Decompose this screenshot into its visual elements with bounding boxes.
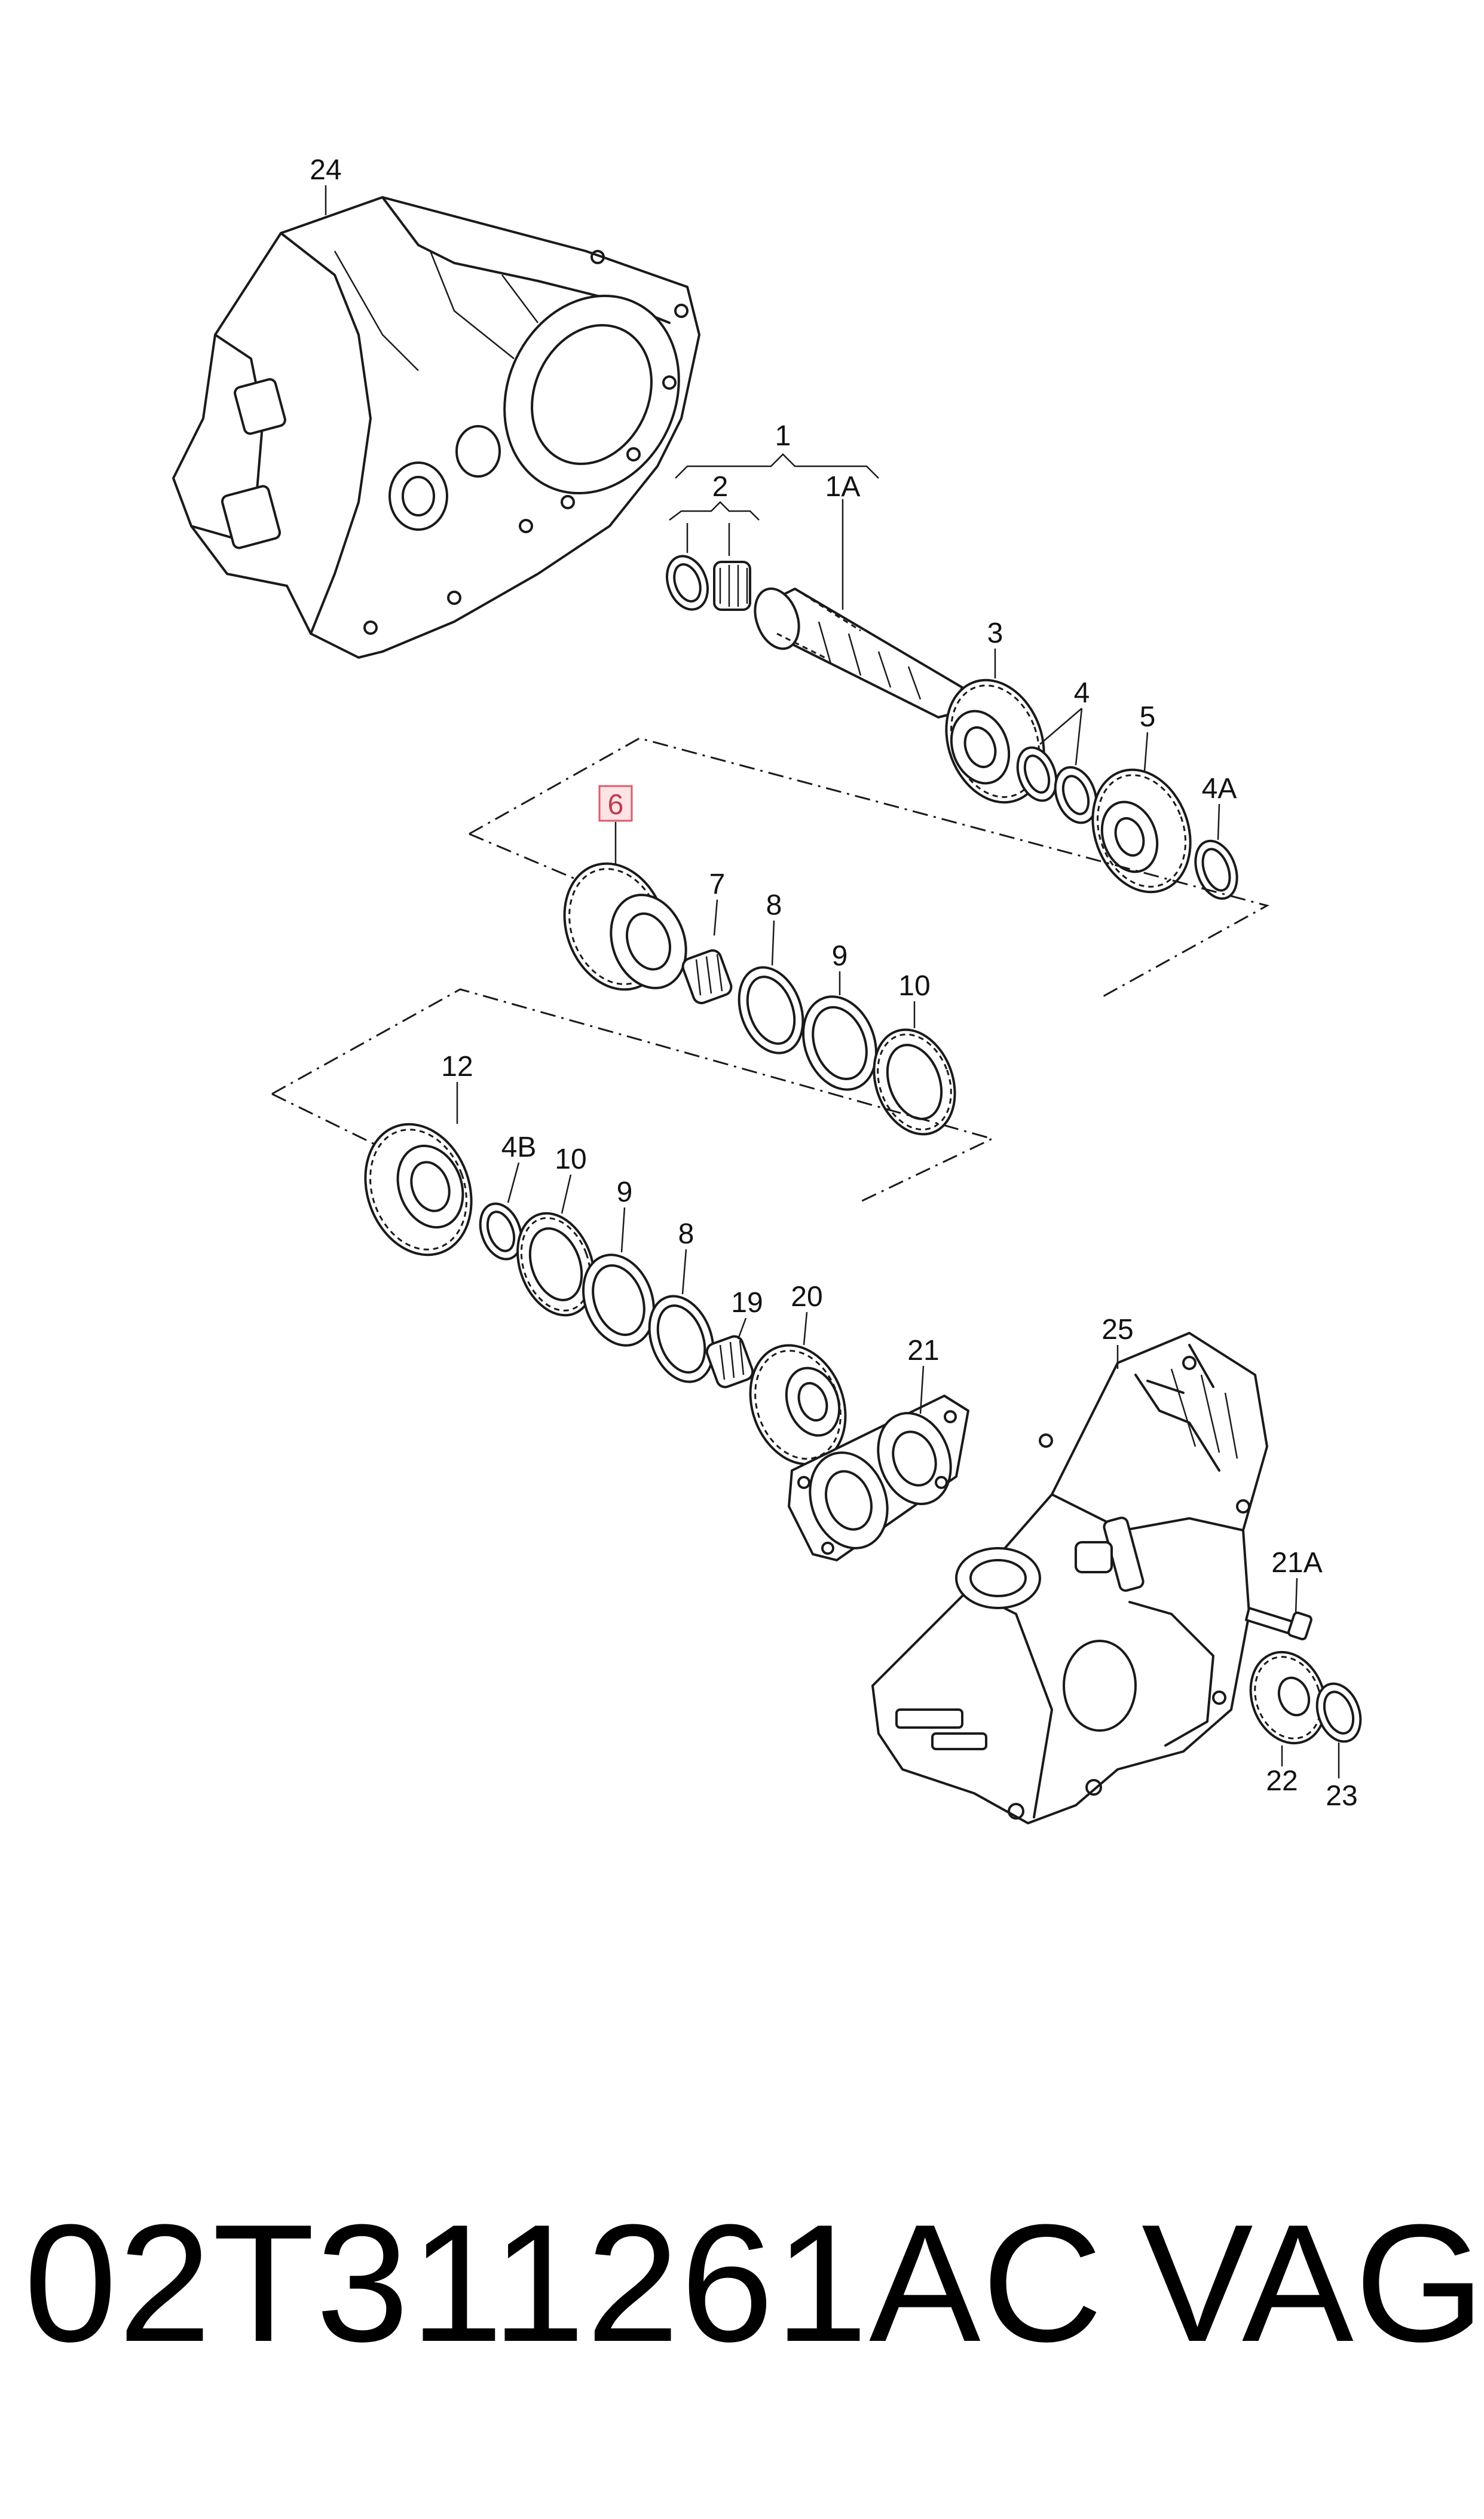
- callout-24: 24: [310, 154, 341, 186]
- ring-10a-drawing: [873, 1028, 956, 1136]
- gear-6-drawing: [563, 862, 687, 991]
- part-caption: 02T311261AC VAG: [24, 2176, 1484, 2391]
- callout-12: 12: [441, 1051, 473, 1083]
- callout-5: 5: [1140, 701, 1156, 733]
- callout-7: 7: [709, 869, 726, 900]
- callout-21: 21: [907, 1335, 939, 1367]
- callout-2: 2: [712, 471, 729, 503]
- ring-4A-drawing: [1194, 839, 1238, 900]
- rings-4-drawing: [1016, 746, 1098, 824]
- callout-9b: 9: [617, 1176, 633, 1208]
- shaft-assembly-drawing: [666, 555, 963, 719]
- ring-10b-drawing: [516, 1212, 595, 1317]
- ring-8b-drawing: [648, 1295, 715, 1383]
- part-number: 02T311261AC: [24, 2190, 1104, 2377]
- callout-21A: 21A: [1271, 1547, 1322, 1579]
- callout-4: 4: [1074, 677, 1090, 709]
- gear-5-drawing: [1091, 768, 1192, 894]
- callout-20: 20: [791, 1281, 822, 1313]
- callout-22: 22: [1266, 1765, 1298, 1797]
- callout-10b: 10: [555, 1144, 586, 1175]
- cone-9b-drawing: [582, 1254, 655, 1347]
- callout-4A: 4A: [1202, 773, 1237, 805]
- callout-10a: 10: [898, 970, 930, 1002]
- callout-9a: 9: [832, 940, 848, 972]
- callout-6: 6: [608, 789, 624, 821]
- callout-8b: 8: [678, 1218, 694, 1250]
- gear-20-drawing: [749, 1344, 847, 1466]
- bearing-7-drawing: [681, 949, 733, 1004]
- cone-9a-drawing: [802, 995, 877, 1091]
- callout-4B: 4B: [501, 1132, 537, 1163]
- callout-1: 1: [775, 420, 791, 452]
- bearing-19-drawing: [705, 1335, 754, 1389]
- callout-3: 3: [987, 617, 1003, 649]
- ring-4B-drawing: [479, 1202, 523, 1261]
- callout-19: 19: [731, 1287, 763, 1319]
- highlight-box-6: [598, 785, 633, 822]
- callout-1A: 1A: [825, 471, 861, 503]
- bearing-plate-21-drawing: [788, 1395, 969, 1561]
- callout-23: 23: [1326, 1780, 1357, 1812]
- callout-labels: 24 1 2 1A 3 4 5 4A 6 7 8 9 10 12 4B 10 9…: [310, 154, 1357, 1812]
- gear-12-drawing: [364, 1123, 473, 1257]
- gear-22-drawing: [1249, 1650, 1327, 1745]
- ring-23-drawing: [1315, 1682, 1362, 1743]
- brand-name: VAG: [1142, 2190, 1484, 2377]
- bolt-21A-drawing: [1245, 1607, 1312, 1641]
- ring-8a-drawing: [738, 966, 804, 1054]
- callout-25: 25: [1101, 1314, 1133, 1346]
- housing-25-drawing: [871, 1332, 1268, 1824]
- housing-24-drawing: [172, 196, 700, 659]
- leader-lines: [325, 185, 1340, 1778]
- callout-8a: 8: [766, 889, 782, 921]
- group-frame-lower: [271, 988, 995, 1203]
